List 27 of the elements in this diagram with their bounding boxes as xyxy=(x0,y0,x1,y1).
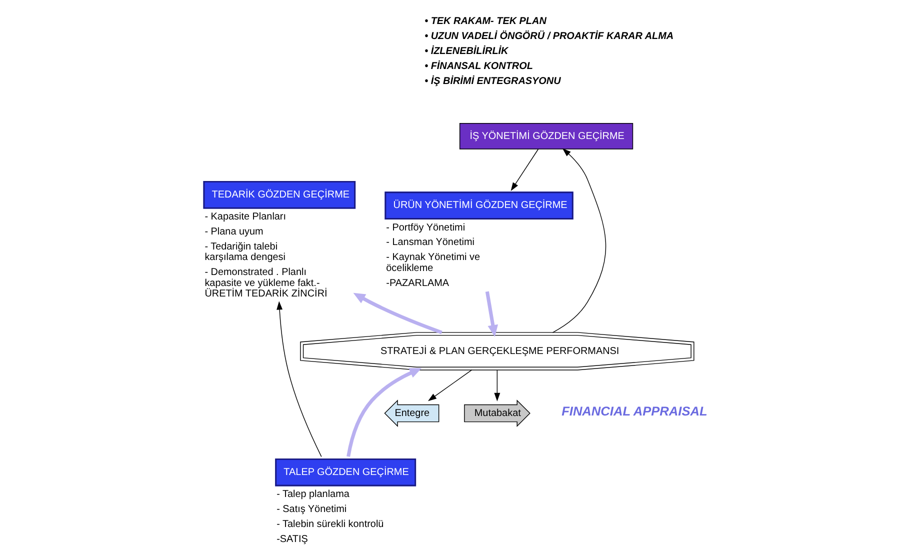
arrow xyxy=(510,148,539,192)
arrow xyxy=(552,148,606,333)
node-label: - Plana uyum xyxy=(204,226,264,238)
node-label: - Portföy Yönetimi xyxy=(386,222,466,234)
arrow xyxy=(485,291,498,337)
label: FINANCIAL APPRAISAL xyxy=(562,404,708,419)
arrow xyxy=(428,370,472,402)
label: • İŞ BİRİMİ ENTEGRASYONU xyxy=(424,76,561,88)
node-label: - Satış Yönetimi xyxy=(276,504,347,515)
node-label: - Demonstrated . Planlı kapasite ve yükleme fakt.- ÜRETİM TEDARİK ZİNCİRİ xyxy=(204,267,328,300)
arrow xyxy=(276,301,322,457)
node-label: - Talebin sürekli kontrolü xyxy=(276,518,384,530)
label: • TEK RAKAM- TEK PLAN xyxy=(424,16,546,28)
node-label: - Kapasite Planları xyxy=(204,212,286,223)
node-label: -PAZARLAMA xyxy=(386,278,450,289)
node-label: - Tedariğin talebi karşılama dengesi xyxy=(204,241,286,264)
node-label: - Talep planlama xyxy=(276,489,350,500)
label: • FİNANSAL KONTROL xyxy=(424,61,533,72)
node-label: -SATIŞ xyxy=(276,534,308,545)
arrow xyxy=(353,292,442,334)
node-label: - Kaynak Yönetimi ve öcelikleme xyxy=(386,252,480,274)
label: • UZUN VADELİ ÖNGÖRÜ / PROAKTİF KARAR ALMA xyxy=(424,31,674,42)
node-label: - Lansman Yönetimi xyxy=(386,237,475,248)
arrow xyxy=(346,368,422,457)
arrow xyxy=(494,370,500,402)
label: • İZLENEBİLİRLİK xyxy=(424,46,508,58)
node-box: İŞ YÖNETİMİ GÖZDEN GEÇİRME xyxy=(459,123,634,150)
